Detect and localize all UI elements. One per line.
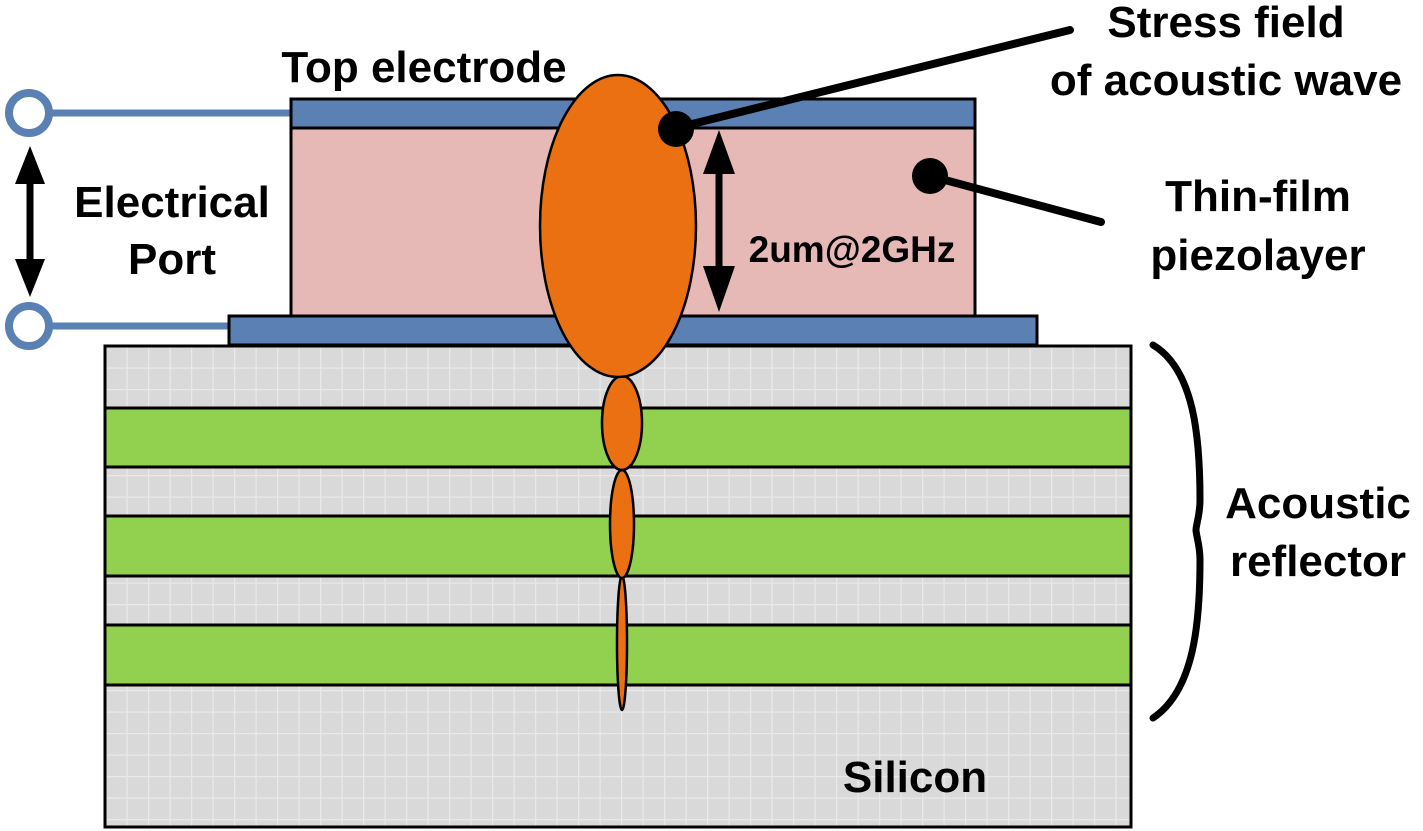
port-terminal-bottom — [5, 302, 53, 350]
piezolayer-label-line1: Thin-film — [1165, 172, 1351, 221]
stress-field-callout — [658, 26, 1074, 147]
piezolayer-label-line2: piezolayer — [1150, 231, 1365, 280]
acoustic-reflector-label-line1: Acoustic — [1225, 479, 1411, 528]
electrical-port-label-line2: Port — [128, 235, 216, 284]
stress-field-lobe-2 — [600, 374, 644, 472]
stress-field-tail — [615, 574, 629, 712]
top-electrode-label: Top electrode — [281, 43, 566, 92]
silicon-label: Silicon — [843, 753, 987, 802]
port-double-arrow-icon — [15, 146, 45, 297]
thickness-label: 2um@2GHz — [749, 229, 956, 270]
stress-field-label-line1: Stress field — [1107, 0, 1344, 47]
stress-field-lobe-3 — [608, 468, 636, 580]
piezolayer-callout — [912, 158, 1105, 226]
electrical-port-label-line1: Electrical — [74, 178, 270, 227]
stress-field-main-lobe — [538, 73, 698, 379]
acoustic-reflector-label-line2: reflector — [1230, 537, 1406, 586]
thickness-double-arrow-icon — [703, 130, 735, 312]
port-terminal-top — [5, 89, 53, 137]
reflector-brace-icon — [1149, 341, 1204, 722]
stress-field-label-line2: of acoustic wave — [1050, 56, 1402, 105]
